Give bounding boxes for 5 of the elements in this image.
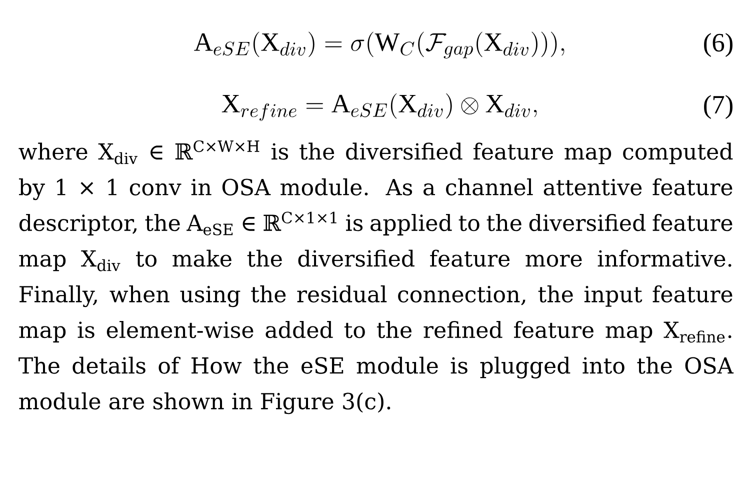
equation: $\mathrm{X}_{refine} = \mathrm{A}_{eSE}(\mathrm{X}_{div}) \otimes \mathrm{X}_{div},$ (222, 93, 537, 121)
equation: $\mathrm{A}_{eSE}(\mathrm{X}_{div}) = \sigma(\mathrm{W}_{C}(\mathcal{F}_{gap}(\mathrm{X}_{div}))),$ (194, 32, 564, 58)
paragraph: where X$_{div}$ ∈ ℝ$^{C×W×H}$ is the diversified feature map computed by 1 × 1 conv in OSA module. As a channel attentive feature descriptor, the A$_{eSE}$ ∈ ℝ$^{C×1×1}$ is applied to the diversified feature map X$_{div}$ to make the diversified feature more informative. Finally, when using the residual connection, the input feature map is element-wise added to the refined feature map X$_{refine}$. The details of How the eSE module is plugged into the OSA module are shown in Figure 3(c). (18, 140, 734, 414)
equation-number: (6) (704, 33, 732, 57)
equation-number: (7) (704, 95, 732, 119)
